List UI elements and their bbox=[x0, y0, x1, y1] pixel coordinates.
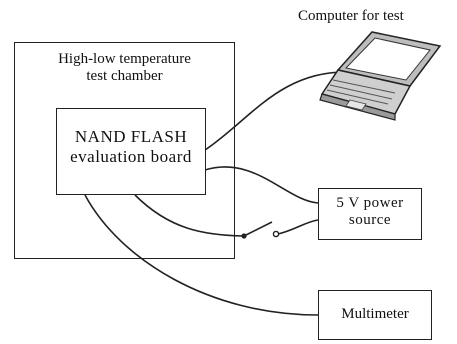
chamber-label: High-low temperature test chamber bbox=[15, 51, 234, 86]
wire-board-to-computer bbox=[204, 71, 351, 151]
temperature-chamber: High-low temperature test chamber bbox=[14, 42, 235, 259]
switch-terminal-right bbox=[272, 230, 280, 238]
board-label-line1: NAND FLASH bbox=[74, 127, 188, 146]
power-label-line1: 5 V power bbox=[336, 195, 404, 211]
wire-switch-to-power bbox=[277, 219, 319, 235]
board-label: NAND FLASH evaluation board bbox=[57, 127, 205, 166]
nand-flash-board: NAND FLASH evaluation board bbox=[56, 108, 206, 195]
power-label-line2: source bbox=[348, 212, 392, 229]
wire-board-to-multimeter bbox=[84, 194, 319, 316]
wire-board-to-switch bbox=[134, 194, 243, 237]
power-source: 5 V power source bbox=[318, 188, 422, 240]
laptop-icon bbox=[319, 31, 442, 121]
multimeter-label: Multimeter bbox=[341, 306, 409, 322]
multimeter: Multimeter bbox=[318, 290, 432, 340]
board-label-line2: evaluation board bbox=[70, 146, 192, 166]
computer-label: Computer for test bbox=[298, 8, 404, 24]
switch-icon bbox=[243, 221, 273, 237]
wire-board-to-power bbox=[204, 166, 319, 204]
power-label: 5 V power source bbox=[319, 195, 421, 230]
chamber-label-line1: High-low temperature bbox=[58, 51, 191, 67]
chamber-label-line2: test chamber bbox=[86, 68, 163, 85]
